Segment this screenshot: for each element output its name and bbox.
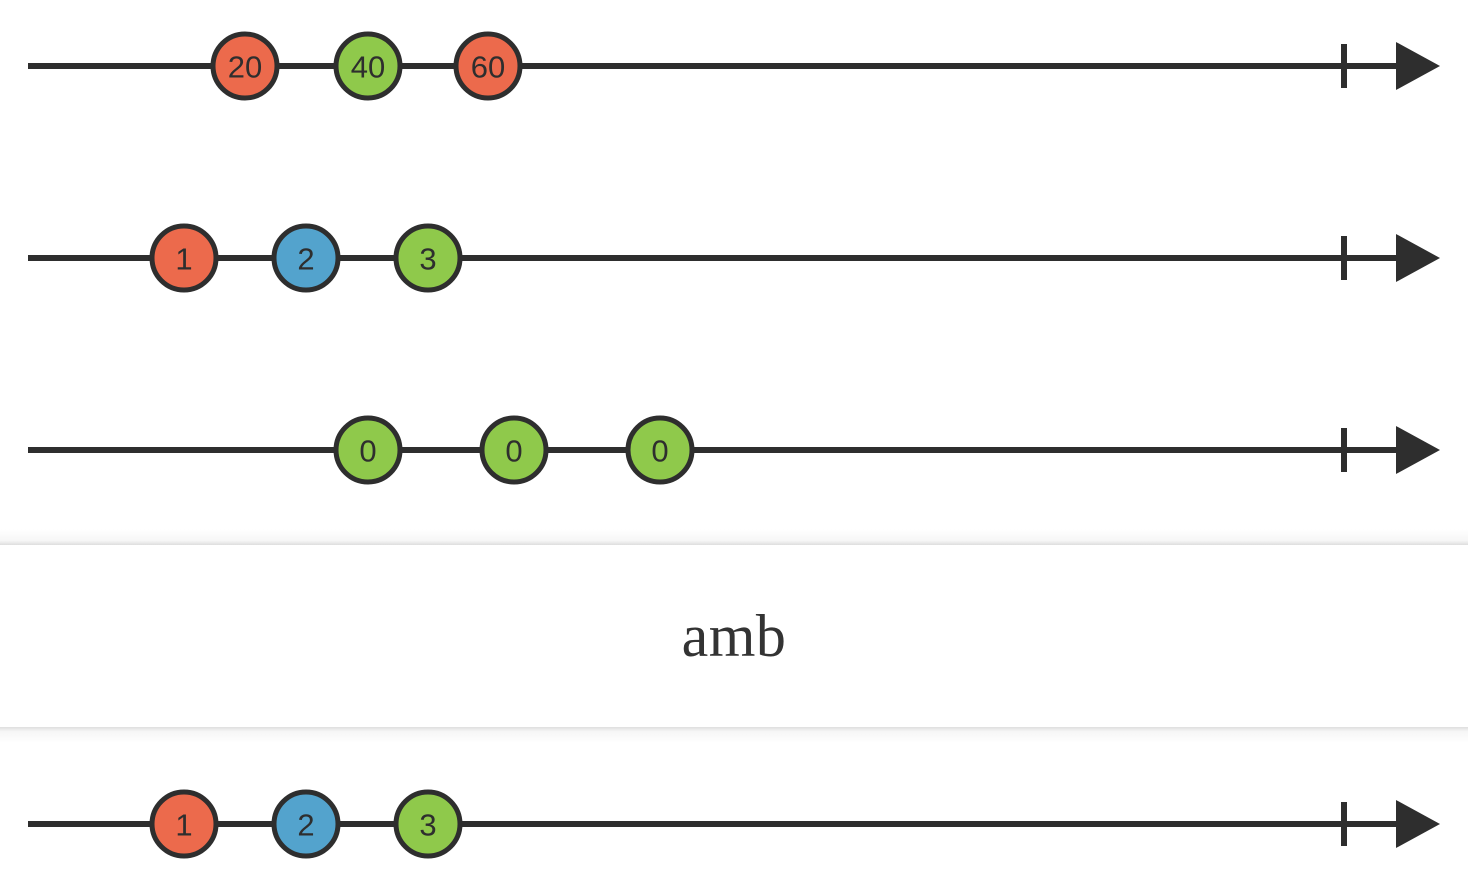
timeline-arrowhead [1396, 426, 1440, 474]
marble-circle[interactable] [271, 223, 341, 293]
marble-circle[interactable] [149, 789, 219, 859]
timeline-arrowhead [1396, 800, 1440, 848]
operator-band: amb [0, 529, 1468, 743]
marble[interactable]: 2 [271, 789, 341, 859]
marble-circle[interactable] [149, 223, 219, 293]
marble[interactable]: 0 [333, 415, 403, 485]
marble[interactable]: 0 [479, 415, 549, 485]
band-bottom-shadow [0, 727, 1468, 743]
timeline-source-1: 20 40 60 [0, 6, 1468, 126]
marble-circle[interactable] [210, 31, 280, 101]
marble-circle[interactable] [393, 789, 463, 859]
band-top-shadow [0, 529, 1468, 545]
marble[interactable]: 3 [393, 223, 463, 293]
marble-circle[interactable] [333, 415, 403, 485]
timeline-source-3: 0 0 0 [0, 390, 1468, 510]
marble[interactable]: 2 [271, 223, 341, 293]
operator-name-label: amb [681, 603, 787, 669]
timeline-arrowhead [1396, 42, 1440, 90]
marble-circle[interactable] [453, 31, 523, 101]
marble[interactable]: 20 [210, 31, 280, 101]
marble[interactable]: 3 [393, 789, 463, 859]
marble-circle[interactable] [393, 223, 463, 293]
timeline-arrowhead [1396, 234, 1440, 282]
marble[interactable]: 1 [149, 789, 219, 859]
marble[interactable]: 1 [149, 223, 219, 293]
marble[interactable]: 40 [333, 31, 403, 101]
marble-circle[interactable] [625, 415, 695, 485]
marble[interactable]: 0 [625, 415, 695, 485]
marble-circle[interactable] [333, 31, 403, 101]
marble-circle[interactable] [479, 415, 549, 485]
marble[interactable]: 60 [453, 31, 523, 101]
marble-circle[interactable] [271, 789, 341, 859]
